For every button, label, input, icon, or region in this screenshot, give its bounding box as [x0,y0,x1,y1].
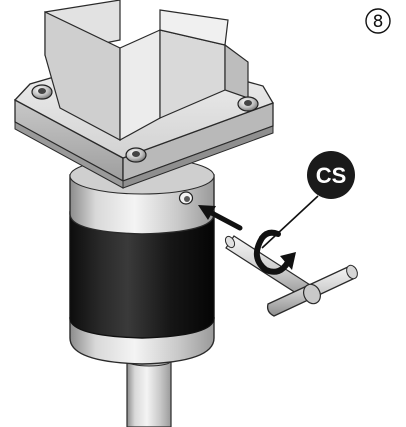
clockwise-rotation-icon [253,229,296,275]
socket-screw-1 [31,84,53,100]
output-shaft [126,355,172,427]
socket-screw-2 [237,96,259,112]
cs-badge: CS [307,151,355,199]
step-number: 8 [365,8,391,34]
cs-leader-line [261,195,319,249]
v-block-housing [44,0,249,142]
socket-screw-3 [125,147,147,163]
cs-badge-label: CS [316,163,347,188]
access-hole [178,191,194,205]
step-number-label: 8 [373,12,384,32]
t-handle-wrench-icon [224,235,358,317]
insert-arrow-icon [198,205,243,231]
